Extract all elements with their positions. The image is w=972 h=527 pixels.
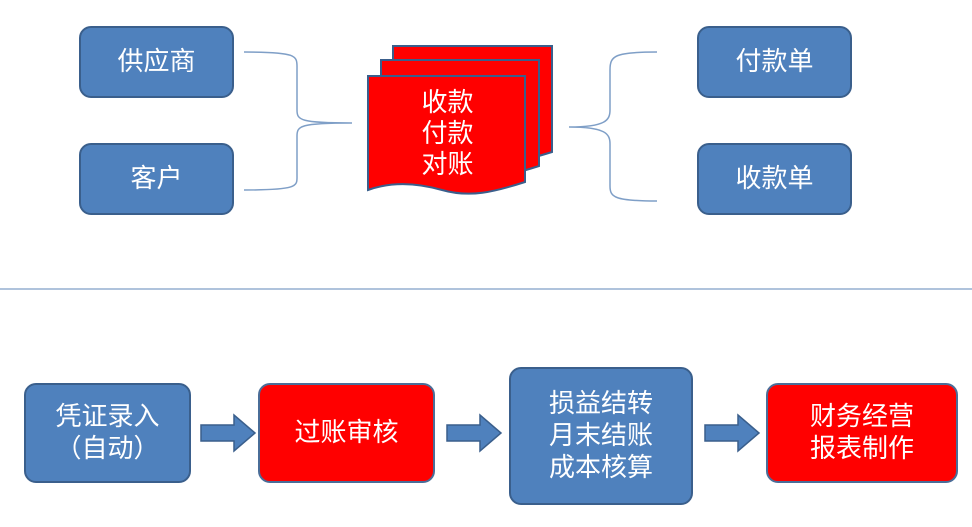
flow-step-label: 财务经营 报表制作 — [809, 402, 914, 464]
right-bracket — [568, 51, 658, 202]
receipt-slip-box: 收款单 — [697, 143, 852, 215]
supplier-label: 供应商 — [117, 47, 196, 77]
flow-arrow-2 — [446, 413, 503, 453]
customer-label: 客户 — [130, 164, 183, 194]
flow-step-period-close: 损益结转 月末结账 成本核算 — [509, 367, 693, 505]
payment-slip-box: 付款单 — [697, 26, 852, 98]
flow-arrow-1 — [200, 413, 257, 453]
supplier-box: 供应商 — [79, 26, 234, 98]
document-label: 收款 付款 对账 — [421, 88, 474, 180]
customer-box: 客户 — [79, 143, 234, 215]
flow-step-financial-reports: 财务经营 报表制作 — [766, 383, 958, 483]
flow-step-label: 损益结转 月末结账 成本核算 — [548, 389, 653, 483]
flow-step-label: 过账审核 — [294, 418, 399, 448]
document-page-front — [367, 75, 526, 195]
left-bracket — [243, 51, 353, 191]
flow-arrow-3 — [704, 413, 761, 453]
flow-step-label: 凭证录入 （自动） — [55, 402, 160, 464]
receipt-slip-label: 收款单 — [735, 164, 814, 194]
payment-slip-label: 付款单 — [735, 47, 814, 77]
flow-step-posting-review: 过账审核 — [258, 383, 435, 483]
flow-step-voucher-entry: 凭证录入 （自动） — [24, 383, 191, 483]
